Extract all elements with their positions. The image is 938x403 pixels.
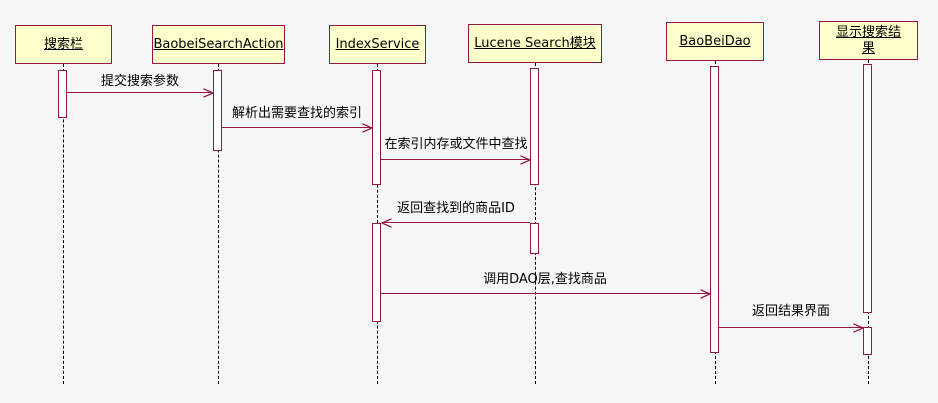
message-label-5: 调用DAO层,查找商品 [483,272,607,287]
lifeline-baobei-search-action [218,64,219,384]
activation-baobeidao [710,66,719,353]
participant-baobeidao-label: BaoBeiDao [679,33,751,49]
arrowhead-left-icon [381,218,392,228]
message-label-4: 返回查找到的商品ID [397,201,515,216]
participant-index-service-label: IndexService [335,36,420,52]
participant-search-bar-label: 搜索栏 [43,36,83,52]
activation-index-service-1 [372,70,381,185]
activation-display-results-1 [863,64,872,313]
participant-display-results-label: 显示搜索结果 [835,24,901,56]
participant-baobei-search-action-label: BaobeiSearchAction [153,36,284,52]
arrowhead-right-icon [520,155,531,165]
message-line-6 [719,327,863,328]
arrowhead-right-icon [700,289,711,299]
participant-lucene-search-module: Lucene Search模块 [468,24,602,63]
message-line-3 [381,159,530,160]
arrowhead-right-icon [362,123,373,133]
participant-display-results: 显示搜索结果 [819,21,918,60]
message-label-6: 返回结果界面 [751,304,831,319]
message-line-2 [222,127,372,128]
message-label-2: 解析出需要查找的索引 [231,106,363,121]
activation-lucene-search-module-2 [530,223,539,254]
activation-index-service-2 [372,223,381,322]
participant-baobeidao: BaoBeiDao [666,22,764,61]
activation-baobei-search-action [213,70,222,151]
message-label-1: 提交搜索参数 [100,74,180,89]
lifeline-search-bar [63,64,64,384]
arrowhead-right-icon [203,88,214,98]
message-line-4 [382,222,530,223]
activation-lucene-search-module-1 [530,68,539,185]
participant-index-service: IndexService [329,25,426,64]
participant-search-bar: 搜索栏 [15,25,112,64]
message-line-5 [381,293,710,294]
arrowhead-right-icon [853,323,864,333]
participant-baobei-search-action: BaobeiSearchAction [152,25,285,64]
message-line-1 [67,92,213,93]
activation-search-bar [58,70,67,118]
participant-lucene-search-module-label: Lucene Search模块 [474,35,596,51]
message-label-3: 在索引内存或文件中查找 [384,137,528,152]
activation-display-results-2 [863,327,872,355]
